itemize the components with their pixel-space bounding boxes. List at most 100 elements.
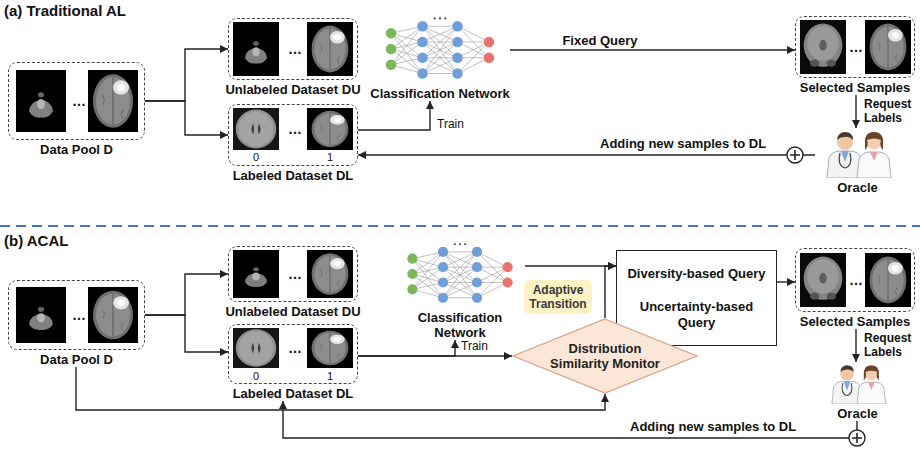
panel-title: (b) ACAL (4, 232, 68, 250)
edge-label: Adding new samples to DL (600, 136, 766, 151)
ellipsis: … (288, 41, 302, 57)
dataset-box: Unlabeled Dataset DU (228, 18, 358, 97)
class-label: 1 (327, 370, 333, 383)
connector (510, 49, 795, 50)
mri-slice (800, 253, 846, 307)
connector (358, 154, 815, 155)
ellipsis: … (288, 266, 302, 282)
dataset-box: Labeled Dataset DL (228, 104, 358, 183)
connector (855, 95, 856, 128)
dataset-box: Data Pool D (8, 280, 145, 367)
mri-slice (307, 250, 353, 298)
decision-diamond: Distribution Similarity Monitor (512, 318, 698, 394)
diamond-content: Distribution Similarity Monitor (512, 318, 698, 394)
class-label: 1 (327, 151, 333, 164)
mri-slice (233, 22, 279, 76)
node-text: Uncertainty-based Query (621, 299, 772, 331)
oracle-node: Oracle (815, 362, 900, 421)
dataset-box: Selected Samples (795, 16, 915, 95)
node-text: Labeled Dataset DL (233, 168, 354, 183)
connector (358, 355, 512, 356)
icon-area (815, 128, 900, 178)
mri-slice (233, 108, 279, 150)
oracle-node: Oracle (815, 128, 900, 195)
ellipsis: … (288, 340, 302, 356)
panel-separator (0, 225, 920, 227)
query-box: Diversity-based QueryUncertainty-based Q… (616, 250, 777, 346)
mri-slice (800, 20, 846, 74)
connector (283, 401, 857, 438)
icon-area (395, 240, 525, 308)
class-label: 0 (253, 151, 259, 164)
connector (358, 340, 455, 356)
doctors-icon (832, 365, 886, 404)
node-text: Selected Samples (800, 80, 911, 95)
node-text: Selected Samples (800, 314, 911, 329)
dataset-box: Data Pool D (8, 62, 145, 157)
edge-label: Request Labels (864, 97, 916, 125)
mri-slice (16, 287, 66, 343)
node-text: Adaptive Transition (528, 283, 588, 311)
edge-label: Train (437, 117, 464, 131)
neural-network-icon (407, 243, 512, 303)
ellipsis: … (72, 307, 86, 323)
plus-symbol (787, 147, 803, 163)
connector (145, 49, 228, 101)
connector (855, 329, 856, 362)
connector (777, 281, 795, 282)
class-label: 0 (253, 370, 259, 383)
mri-slice (233, 328, 279, 368)
node-text: Data Pool D (40, 142, 113, 157)
edge-label: Fixed Query (562, 33, 637, 48)
node-text: Data Pool D (40, 352, 113, 367)
connector (145, 315, 228, 352)
ellipsis: … (849, 39, 863, 55)
node-text: Distribution Similarity Monitor (540, 341, 670, 371)
dataset-box: Labeled Dataset DL (228, 324, 358, 401)
node-text: Unlabeled Dataset DU (225, 304, 360, 319)
mri-slice (307, 22, 353, 76)
mri-slice (88, 70, 138, 132)
ellipsis: … (288, 121, 302, 137)
connector (76, 367, 605, 410)
icon-area (370, 14, 510, 84)
network-node: Classification Network (370, 14, 510, 101)
mri-slice (88, 287, 138, 343)
icon-area (815, 362, 900, 404)
mri-slice (307, 328, 353, 368)
mri-slice (233, 250, 279, 298)
connector (358, 101, 430, 130)
mri-slice (865, 20, 911, 74)
connector (605, 266, 616, 318)
ellipsis: … (72, 93, 86, 109)
edge-label: Request Labels (864, 331, 916, 359)
plus-symbol (849, 430, 865, 446)
connector (145, 274, 228, 315)
edge-label: Adding new samples to DL (630, 419, 796, 434)
node-text: Oracle (837, 406, 877, 421)
mri-slice (307, 108, 353, 150)
panel-title: (a) Traditional AL (4, 2, 126, 20)
mri-slice (865, 253, 911, 307)
mri-slice (16, 70, 66, 132)
connector (145, 101, 228, 135)
dataset-box: Unlabeled Dataset DU (228, 246, 358, 319)
dataset-box: Selected Samples (795, 248, 915, 329)
edge-label: Train (461, 339, 488, 353)
node-text: Unlabeled Dataset DU (225, 82, 360, 97)
node-text: Diversity-based Query (621, 266, 772, 282)
diamond-shape (513, 319, 697, 393)
node-text: Labeled Dataset DL (233, 386, 354, 401)
neural-network-icon (386, 17, 495, 79)
transition-tag: Adaptive Transition (524, 280, 592, 314)
node-text: Classification Network (370, 86, 510, 101)
node-text: Classification Network (395, 310, 525, 340)
doctors-icon (827, 132, 891, 178)
network-node: Classification Network (395, 240, 525, 340)
connector (525, 265, 616, 266)
node-text: Oracle (837, 180, 877, 195)
ellipsis: … (849, 272, 863, 288)
